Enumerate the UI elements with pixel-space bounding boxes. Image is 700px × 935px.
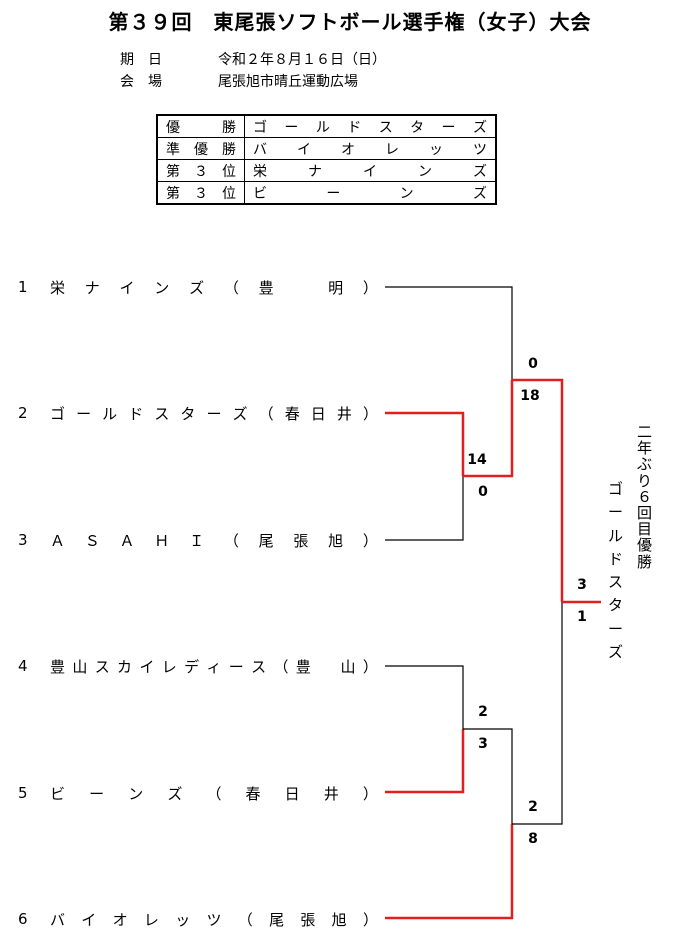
- team-row: 1 栄ナインズ（豊 明）: [18, 277, 378, 297]
- bracket-line-team5: [385, 729, 465, 794]
- results-rank: 準優勝: [156, 137, 245, 160]
- team-row: 6 バイオレッツ（尾張旭）: [18, 909, 378, 929]
- score-m1-bottom: 0: [478, 484, 488, 500]
- score-final-top: 3: [577, 577, 587, 593]
- team-seed: 6: [18, 910, 28, 928]
- bracket-line-final-upper: [512, 378, 564, 602]
- score-m3-bottom: 3: [478, 736, 488, 752]
- score-m3-top: 2: [478, 704, 488, 720]
- bracket-line-team6: [385, 824, 514, 920]
- venue-value: 尾張旭市晴丘運動広場: [218, 74, 358, 90]
- results-team: バイオレッツ: [244, 137, 497, 160]
- page-title: 第３９回 東尾張ソフトボール選手権（女子）大会: [108, 10, 592, 34]
- team-row: 4 豊山スカイレディース（豊 山）: [18, 656, 378, 676]
- team-name: 豊山スカイレディース（豊 山）: [50, 657, 378, 676]
- champion-name: ゴールドスターズ: [608, 480, 624, 661]
- date-value: 令和２年８月１６日（日）: [218, 52, 386, 68]
- team-seed: 3: [18, 531, 28, 549]
- bracket-line-team1: [385, 286, 513, 380]
- results-row: 準優勝バイオレッツ: [156, 137, 497, 160]
- venue-label: 会場: [120, 74, 176, 90]
- team-row: 2 ゴールドスターズ（春日井）: [18, 403, 378, 423]
- team-name: ビーンズ（春日井）: [50, 784, 378, 803]
- date-label: 期日: [120, 52, 176, 68]
- team-seed: 5: [18, 784, 28, 802]
- bracket-line-semi1-winner: [463, 380, 514, 478]
- team-seed: 2: [18, 404, 28, 422]
- score-m2-bottom: 18: [520, 388, 540, 404]
- bracket-line-team3: [385, 476, 464, 541]
- score-final-bottom: 1: [577, 609, 587, 625]
- score-m1-top: 14: [467, 452, 487, 468]
- bracket-line-final-lower: [512, 602, 563, 825]
- team-row: 5 ビーンズ（春日井）: [18, 783, 378, 803]
- bracket-line-team4: [385, 665, 464, 729]
- team-name: ゴールドスターズ（春日井）: [50, 404, 378, 423]
- score-m4-bottom: 8: [528, 831, 538, 847]
- team-name: 栄ナインズ（豊 明）: [50, 278, 378, 297]
- team-name: バイオレッツ（尾張旭）: [50, 910, 378, 929]
- bracket-line-team2: [385, 411, 465, 476]
- results-team: ビーンズ: [244, 181, 497, 205]
- results-team: 栄ナインズ: [244, 159, 497, 182]
- score-m4-top: 2: [528, 799, 538, 815]
- bracket-line-semi2-upper: [463, 728, 513, 824]
- team-seed: 4: [18, 657, 28, 675]
- score-m2-top: 0: [528, 356, 538, 372]
- team-seed: 1: [18, 278, 28, 296]
